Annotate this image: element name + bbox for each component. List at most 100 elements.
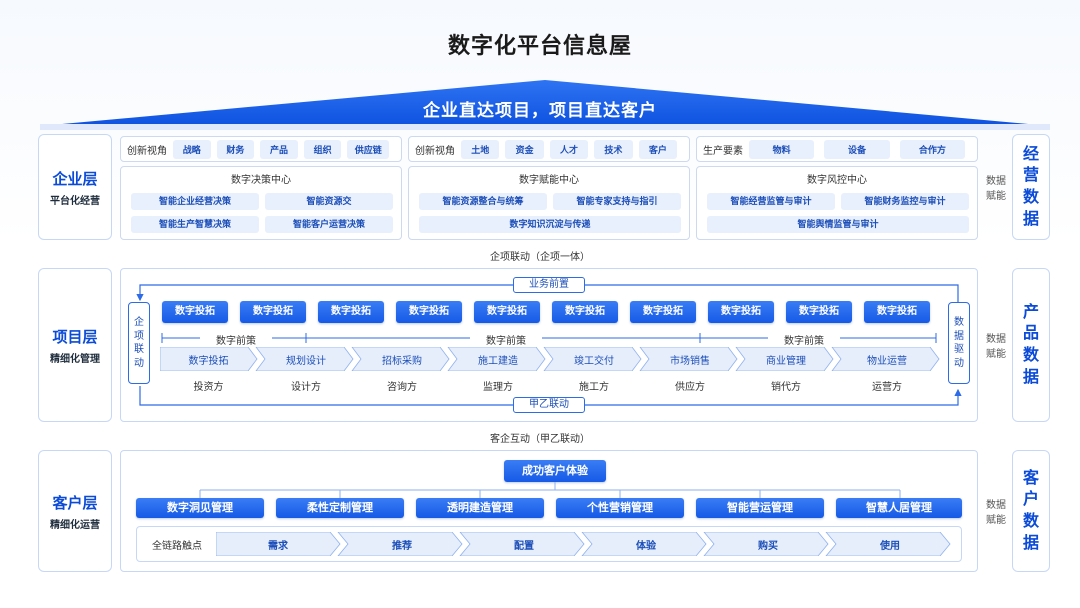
stage-label: 规划设计 [286, 355, 326, 367]
center-item: 智能生产智慧决策 [131, 216, 259, 233]
stage-chevrons [160, 347, 940, 371]
stage-label: 物业运营 [867, 355, 907, 367]
party-label: 咨询方 [387, 382, 417, 393]
panel-char: 营 [1022, 167, 1039, 185]
enterprise-project-link: 企项联动（企项一体） [490, 252, 590, 263]
tag-chip: 人才 [549, 139, 589, 159]
group-label: 创新视角 [415, 145, 455, 157]
tag-chip: 合作方 [899, 139, 965, 159]
layer-subtitle: 精细化管理 [50, 353, 100, 365]
digital-expansion-button: 数字投拓 [708, 301, 774, 323]
tag-chip: 财务 [216, 139, 255, 159]
product-data-panel: 产 品 数 据 [1012, 268, 1050, 422]
party-label: 设计方 [291, 382, 321, 393]
front-strategy-label: 数字前策 [470, 332, 542, 347]
touchpoint-item: 配置 [514, 540, 534, 552]
touchpoint-item: 购买 [758, 540, 778, 552]
touchpoint-chevrons [216, 532, 951, 556]
tag-chip: 组织 [303, 139, 342, 159]
panel-char: 经 [1022, 145, 1039, 163]
digital-expansion-button: 数字投拓 [240, 301, 306, 323]
group-label: 生产要素 [703, 145, 743, 157]
center-item: 智能财务监控与审计 [841, 193, 969, 210]
stage-label: 数字投拓 [188, 355, 229, 367]
center-title: 数字赋能中心 [519, 175, 579, 186]
layer-subtitle: 平台化经营 [50, 195, 100, 207]
management-item: 透明建造管理 [416, 498, 544, 518]
panel-char: 品 [1022, 325, 1039, 343]
touchpoint-label: 全链路触点 [152, 541, 202, 552]
party-label: 运营方 [872, 382, 902, 393]
risk-control-center: 数字风控中心 智能经营监管与审计 智能财务监控与审计 智能舆情监管与审计 [696, 166, 978, 240]
group-label: 创新视角 [127, 145, 167, 157]
party-link-pill: 甲乙联动 [513, 397, 585, 413]
layer-title: 客户层 [52, 494, 98, 512]
management-item: 柔性定制管理 [276, 498, 404, 518]
empower-line: 数据 [986, 500, 1006, 511]
party-label: 销代方 [771, 382, 801, 393]
digital-expansion-button: 数字投拓 [630, 301, 696, 323]
party-label: 投资方 [193, 382, 224, 393]
center-item: 数字知识沉淀与传递 [419, 216, 681, 233]
management-item: 智能营运管理 [696, 498, 824, 518]
touchpoint-item: 使用 [880, 540, 900, 552]
center-item: 智能经营监管与审计 [707, 193, 835, 210]
stage-label: 竣工交付 [574, 355, 614, 367]
data-empower-label: 数据 赋能 [982, 332, 1010, 362]
pill-char: 联 [134, 344, 144, 355]
pill-char: 数 [954, 317, 964, 328]
stage-label: 招标采购 [382, 355, 422, 367]
project-layer-label: 项目层 精细化管理 [38, 268, 112, 422]
empower-line: 数据 [986, 176, 1006, 187]
management-item: 智慧人居管理 [836, 498, 962, 518]
business-front-pill: 业务前置 [513, 277, 585, 293]
innovation-view-group-1: 创新视角 战略 财务 产品 组织 供应链 [120, 136, 402, 162]
production-factors-group: 生产要素 物料 设备 合作方 [696, 136, 978, 162]
pill-char: 动 [954, 357, 964, 369]
center-item: 智能资源交 [265, 193, 393, 210]
tag-chip: 资金 [505, 139, 544, 159]
front-strategy-label: 数字前策 [200, 332, 272, 347]
pill-char: 据 [954, 330, 964, 342]
tag-chip: 设备 [824, 139, 890, 159]
customer-data-panel: 客 户 数 据 [1012, 450, 1050, 572]
panel-char: 数 [1022, 189, 1039, 206]
page-title: 数字化平台信息屋 [447, 33, 632, 58]
panel-char: 户 [1022, 491, 1039, 509]
center-title: 数字决策中心 [231, 175, 291, 186]
front-strategy-label: 数字前策 [768, 332, 840, 347]
tag-chip: 技术 [594, 139, 633, 159]
center-item: 智能客户运营决策 [265, 216, 393, 233]
touchpoint-item: 需求 [268, 540, 288, 552]
digital-expansion-row: 数字投拓 数字投拓 数字投拓 数字投拓 数字投拓 数字投拓 数字投拓 数字投拓 … [162, 301, 938, 323]
panel-char: 据 [1022, 534, 1039, 552]
party-label: 供应方 [675, 382, 705, 393]
panel-char: 据 [1022, 368, 1039, 386]
pill-char: 驱 [954, 344, 964, 355]
customer-layer-label: 客户层 精细化运营 [38, 450, 112, 572]
touchpoint-item: 推荐 [392, 540, 412, 552]
party-label: 监理方 [483, 382, 513, 393]
digital-expansion-button: 数字投拓 [396, 301, 462, 323]
empower-center: 数字赋能中心 智能资源整合与统筹 智能专家支持与指引 数字知识沉淀与传递 [408, 166, 690, 240]
success-customer-experience: 成功客户体验 [504, 460, 606, 482]
layer-title: 项目层 [52, 328, 98, 346]
panel-char: 数 [1022, 513, 1039, 530]
center-item: 智能专家支持与指引 [553, 193, 681, 210]
customer-enterprise-link: 客企互动（甲乙联动） [490, 434, 590, 445]
touchpoint-item: 体验 [636, 540, 656, 552]
management-item: 数字洞见管理 [136, 498, 264, 518]
decision-center: 数字决策中心 智能企业经营决策 智能资源交 智能生产智慧决策 智能客户运营决策 [120, 166, 402, 240]
tag-chip: 客户 [638, 139, 678, 159]
pill-char: 动 [134, 357, 144, 369]
management-row: 数字洞见管理 柔性定制管理 透明建造管理 个性营销管理 智能营运管理 智慧人居管… [136, 498, 964, 518]
enterprise-project-link-pill: 企 项 联 动 [128, 302, 150, 384]
stage-labels: 数字投拓 规划设计 招标采购 施工建造 竣工交付 市场销售 商业管理 物业运营 [160, 347, 940, 371]
enterprise-layer-label: 企业层 平台化经营 [38, 134, 112, 240]
empower-line: 赋能 [986, 515, 1006, 526]
innovation-view-group-2: 创新视角 土地 资金 人才 技术 客户 [408, 136, 690, 162]
center-title: 数字风控中心 [807, 175, 867, 186]
stage-label: 市场销售 [670, 355, 710, 367]
panel-char: 产 [1022, 303, 1039, 321]
center-item: 智能资源整合与统筹 [419, 193, 547, 210]
